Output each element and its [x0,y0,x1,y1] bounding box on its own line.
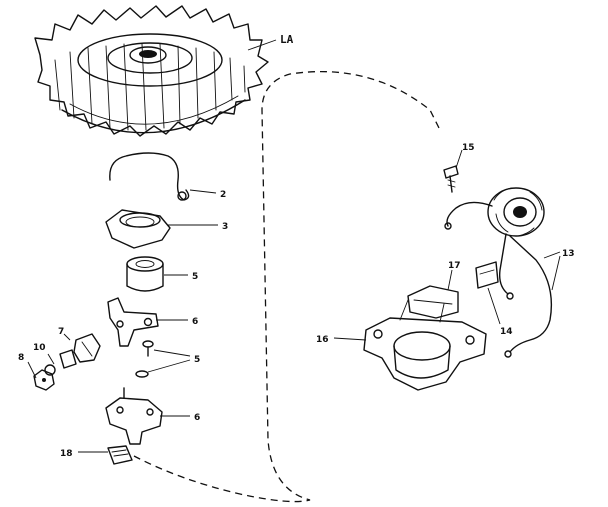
callout-7: 7 [58,327,64,337]
assembly-path-line [133,71,441,503]
callout-5b: 5 [194,355,200,365]
callout-14: 14 [500,327,513,337]
base-plate: 6 [105,387,200,445]
ignition-coil: 13 [444,187,575,358]
callout-3: 3 [222,222,228,232]
breaker-arm: 6 [107,297,198,347]
screws: 5 [135,340,200,378]
magneto-housing: 16 [316,299,487,391]
flywheel: LA [34,5,294,137]
callout-10: 10 [33,343,46,353]
cam-part: 5 [126,256,198,292]
dust-cover: 3 [105,209,228,249]
callout-8: 8 [18,353,24,363]
callout-2: 2 [220,190,226,200]
coil-screw: 15 [443,143,475,193]
condenser-bracket: 17 [407,261,461,319]
callout-17: 17 [448,261,461,271]
spring-part: 2 [109,152,226,201]
callout-16: 16 [316,335,329,345]
callout-6a: 6 [192,317,198,327]
felt-wick: 18 [60,445,133,465]
callout-15: 15 [462,143,475,153]
callout-18: 18 [60,449,73,459]
callout-la: LA [280,33,294,46]
callout-6b: 6 [194,413,200,423]
callout-13: 13 [562,249,575,259]
felt-piece: 14 [475,261,513,337]
callout-5a: 5 [192,272,198,282]
point-set: 7 10 8 [18,327,101,391]
